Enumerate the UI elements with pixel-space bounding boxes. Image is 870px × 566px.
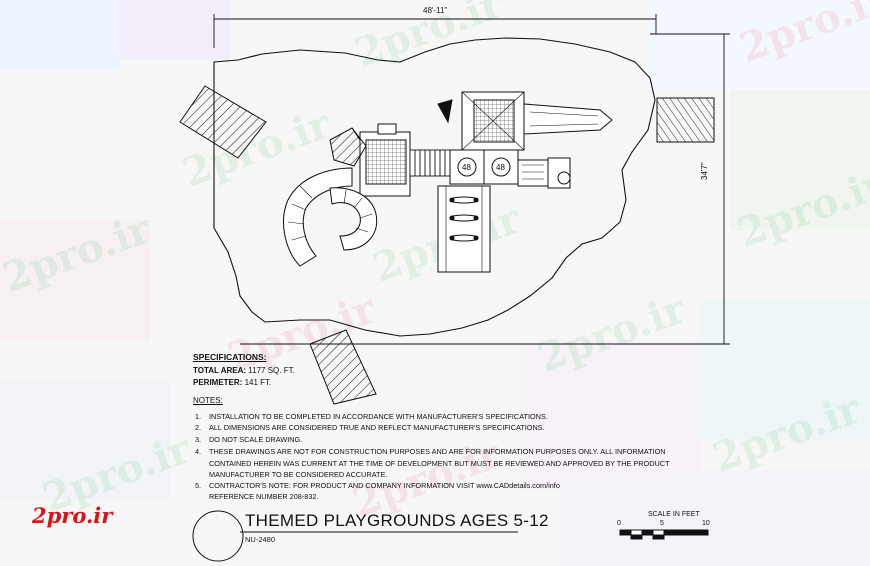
width-dimension-label: 48'-11" <box>423 6 448 15</box>
entry-pad-top-left <box>179 85 267 159</box>
note-text-continued: REFERENCE NUMBER 208-832. <box>209 492 319 501</box>
note-number: 2. <box>195 423 202 432</box>
note-item: 3. DO NOT SCALE DRAWING. <box>195 435 302 445</box>
upper-tower <box>437 91 525 151</box>
left-tower <box>329 123 411 197</box>
title-block-circle <box>192 510 244 562</box>
bridge <box>409 149 451 177</box>
total-area-label: TOTAL AREA: <box>193 366 247 375</box>
note-text: DO NOT SCALE DRAWING. <box>209 435 303 444</box>
entry-pad-bottom <box>309 329 377 405</box>
note-number: 1. <box>195 412 202 421</box>
note-number: 5. <box>195 481 202 490</box>
specifications-heading: SPECIFICATIONS: <box>193 352 267 362</box>
drawing-number: NU-2480 <box>245 535 276 544</box>
perimeter-label: PERIMETER: <box>193 378 243 387</box>
note-item: 5. CONTRACTOR'S NOTE: FOR PRODUCT AND COM… <box>195 481 560 491</box>
scale-tick-label: 5 <box>660 520 664 527</box>
ladder-slide <box>437 185 491 273</box>
note-number: 3. <box>195 435 202 444</box>
height-dimension-label: 34'7" <box>700 162 709 180</box>
deck-tower-2 <box>483 149 519 185</box>
drawing-title: THEMED PLAYGROUNDS AGES 5-12 <box>245 511 549 530</box>
scale-tick-label: 10 <box>702 520 710 527</box>
tower-label: 48 <box>496 163 505 172</box>
perimeter: PERIMETER: 141 FT. <box>193 378 271 388</box>
note-item: 1. INSTALLATION TO BE COMPLETED IN ACCORD… <box>195 412 548 422</box>
scale-bar <box>619 529 709 540</box>
entry-pad-right <box>656 97 715 143</box>
spiral-tube-slide <box>283 167 378 267</box>
play-area-boundary <box>213 37 656 337</box>
note-number: 4. <box>195 447 202 456</box>
scale-label: SCALE IN FEET <box>648 511 700 518</box>
note-item: 4. THESE DRAWINGS ARE NOT FOR CONSTRUCTIO… <box>195 447 666 457</box>
climber-right <box>517 157 571 189</box>
note-text-continued: CONTAINED HEREIN WAS CURRENT AT THE TIME… <box>209 459 670 468</box>
note-text: INSTALLATION TO BE COMPLETED IN ACCORDAN… <box>209 412 548 421</box>
width-dimension-line <box>213 14 657 48</box>
total-area: TOTAL AREA: 1177 SQ. FT. <box>193 366 295 376</box>
notes-heading: NOTES: <box>193 396 223 405</box>
total-area-value: 1177 SQ. FT. <box>248 366 295 375</box>
note-item: 2. ALL DIMENSIONS ARE CONSIDERED TRUE AND… <box>195 423 545 433</box>
site-logo[interactable]: 2pro.ir <box>32 503 113 528</box>
tower-label: 48 <box>462 163 471 172</box>
note-text: CONTRACTOR'S NOTE: FOR PRODUCT AND COMPA… <box>209 481 560 490</box>
note-text-continued: MANUFACTURER TO BE CONSIDERED ACCURATE. <box>209 470 388 479</box>
straight-slide <box>523 103 613 135</box>
note-text: THESE DRAWINGS ARE NOT FOR CONSTRUCTION … <box>209 447 666 456</box>
perimeter-value: 141 FT. <box>244 378 272 387</box>
scale-tick-label: 0 <box>617 520 621 527</box>
note-text: ALL DIMENSIONS ARE CONSIDERED TRUE AND R… <box>209 423 545 432</box>
